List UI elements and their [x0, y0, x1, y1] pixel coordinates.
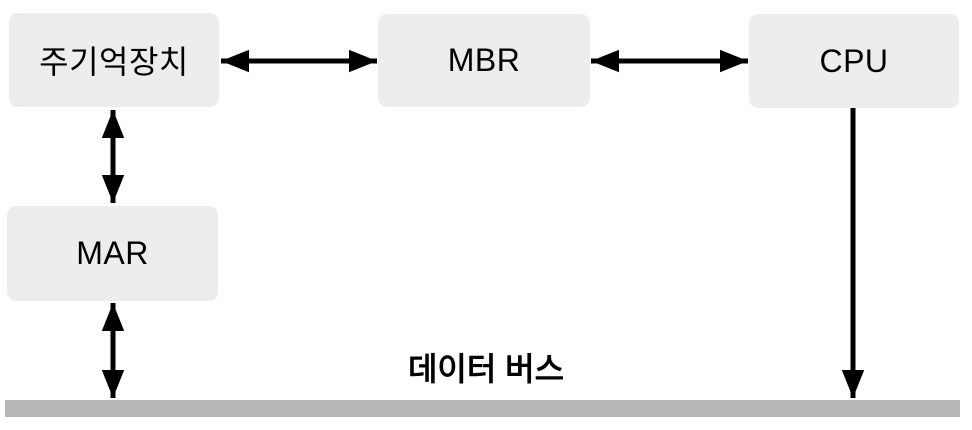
node-mbr: MBR [378, 14, 590, 107]
node-mar: MAR [7, 206, 218, 301]
node-main-memory-label: 주기억장치 [39, 44, 189, 80]
data-bus-label: 데이터 버스 [407, 351, 565, 387]
node-cpu-label: CPU [819, 42, 889, 79]
node-mar-label: MAR [76, 235, 149, 271]
node-mbr-label: MBR [447, 42, 521, 78]
node-main-memory: 주기억장치 [9, 13, 219, 107]
node-cpu: CPU [749, 14, 959, 108]
data-bus-bar [5, 400, 960, 417]
